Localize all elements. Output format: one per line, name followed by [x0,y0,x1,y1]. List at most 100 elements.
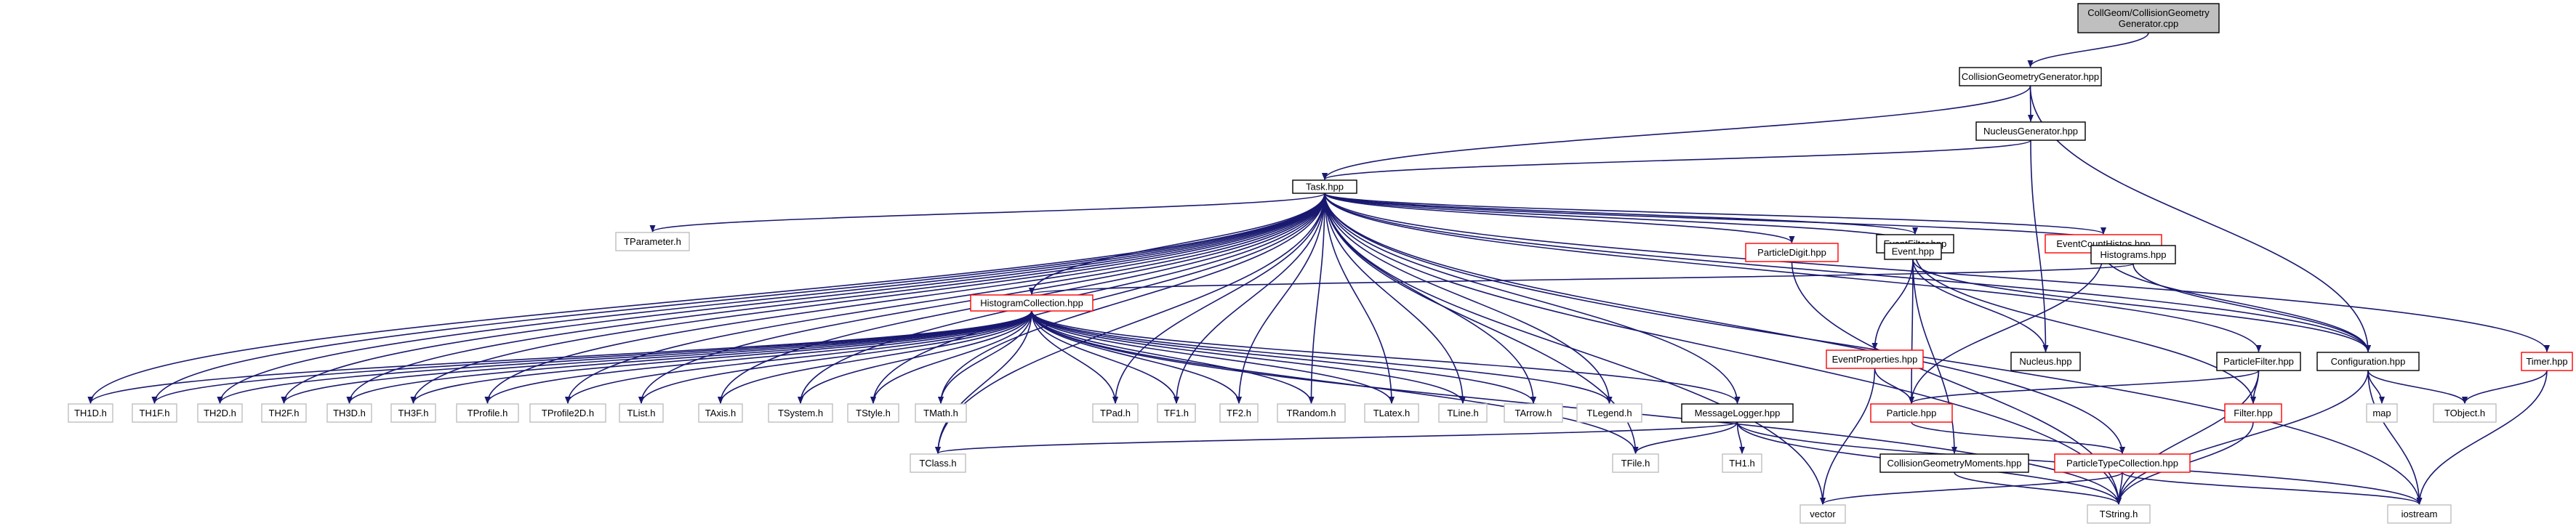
node-histos[interactable]: Histograms.hpp [2090,245,2176,264]
edge-task-to-tpad [1112,193,1325,404]
node-th1f: TH1F.h [132,403,177,423]
node-label-eprops: EventProperties.hpp [1832,354,1918,365]
node-config[interactable]: Configuration.hpp [2316,352,2420,371]
edge-task-to-th1d [87,193,1325,404]
edge-task-to-pdigit [1324,193,1795,243]
edge-ng-to-nucleus [2030,139,2049,352]
node-iostream: iostream [2387,504,2452,524]
node-box-tstyle [847,403,899,423]
node-box-th3d [326,403,372,423]
edge-hcoll-to-th3d [346,310,1032,404]
node-box-th1d [68,403,113,423]
node-ptcoll[interactable]: ParticleTypeCollection.hpp [2054,453,2191,473]
node-th2d: TH2D.h [197,403,243,423]
edge-task-to-th2d [217,193,1325,404]
edge-hcoll-to-tlatex [1031,310,1395,404]
node-label-ng: NucleusGenerator.hpp [1983,126,2078,137]
node-tline: TLine.h [1438,403,1488,423]
node-tprof: TProfile.h [456,403,519,423]
node-tobject: TObject.h [2433,403,2497,423]
edge-task-to-iostream [1324,193,2423,505]
node-tprof2d: TProfile2D.h [529,403,606,423]
node-tparam: TParameter.h [615,232,690,251]
node-box-filter [2224,403,2282,423]
node-nucleus[interactable]: Nucleus.hpp [2010,352,2081,371]
node-pfilter[interactable]: ParticleFilter.hpp [2216,352,2301,371]
node-box-tprof [456,403,519,423]
node-label-histos: Histograms.hpp [2100,249,2166,260]
node-box-hcoll [970,294,1094,312]
node-box-tstring [2087,504,2151,524]
node-filter[interactable]: Filter.hpp [2224,403,2282,423]
edge-pfilter-to-tstring [2116,370,2260,505]
edge-task-to-tmath [938,193,1325,404]
node-label-vector: vector [1810,509,1836,519]
node-box-th2d [197,403,243,423]
node-label-tclass: TClass.h [919,458,956,469]
node-label-th3d: TH3D.h [333,408,366,418]
node-task[interactable]: Task.hpp [1292,179,1357,194]
edge-task-to-pfilter [1324,193,2262,352]
node-tfile: TFile.h [1612,453,1659,473]
edge-ng-to-task [1322,139,2031,180]
node-box-tf1 [1157,403,1196,423]
node-label-tstring: TString.h [2100,509,2138,519]
edge-timer-to-iostream [2416,370,2548,505]
node-box-particle [1870,403,1953,423]
node-cgg[interactable]: CollisionGeometryGenerator.hpp [1959,67,2102,86]
node-box-tarrow [1504,403,1563,423]
edge-task-to-tf2 [1236,193,1325,404]
edge-timer-to-tobject [2462,370,2548,404]
node-tlist: TList.h [619,403,664,423]
edge-hcoll-to-tlist [638,310,1032,404]
node-eprops[interactable]: EventProperties.hpp [1826,349,1924,369]
node-th3f: TH3F.h [390,403,436,423]
node-box-tlegend [1576,403,1642,423]
node-label-iostream: iostream [2402,509,2438,519]
edge-hcoll-to-tstring [1031,310,2122,505]
node-label-nucleus: Nucleus.hpp [2019,356,2071,367]
edge-hcoll-to-tprof [484,310,1032,404]
node-cgmom[interactable]: CollisionGeometryMoments.hpp [1879,453,2029,473]
node-box-tclass [910,453,966,473]
node-label-timer: Timer.hpp [2526,356,2567,367]
node-tlatex: TLatex.h [1364,403,1419,423]
node-label-tlist: TList.h [627,408,655,418]
node-box-ng [1975,121,2086,141]
node-label-mlogger: MessageLogger.hpp [1695,408,1781,418]
edge-task-to-vector [1324,193,1826,505]
node-box-tpad [1092,403,1139,423]
node-box-tparam [615,232,690,251]
edge-hcoll-to-tsystem [798,310,1032,404]
edge-hcoll-to-th3f [410,310,1032,404]
node-label-th1: TH1.h [1729,458,1754,469]
edge-mlogger-to-tfile [1632,421,1738,454]
node-label-th2d: TH2D.h [204,408,236,418]
node-box-nucleus [2010,352,2081,371]
edge-hcoll-to-tprof2d [565,310,1032,404]
edge-hcoll-to-tstyle [870,310,1032,404]
edge-hcoll-to-tarrow [1031,310,1536,404]
dependency-edges [87,32,2550,505]
edge-pfilter-to-particle [1909,370,2260,404]
node-pdigit[interactable]: ParticleDigit.hpp [1745,243,1839,262]
node-mlogger[interactable]: MessageLogger.hpp [1681,403,1794,423]
node-label-task: Task.hpp [1306,182,1344,193]
node-hcoll[interactable]: HistogramCollection.hpp [970,294,1094,312]
node-event[interactable]: Event.hpp [1884,243,1942,260]
node-ng[interactable]: NucleusGenerator.hpp [1975,121,2086,141]
edge-event-to-config [1912,259,2371,352]
node-label-tobject: TObject.h [2444,408,2485,418]
edge-mlogger-to-tclass [935,421,1738,454]
node-box-th2f [261,403,307,423]
edge-hcoll-to-tlegend [1031,310,1613,404]
node-particle[interactable]: Particle.hpp [1870,403,1953,423]
node-tpad: TPad.h [1092,403,1139,423]
edge-ptcoll-to-tstring [2116,472,2123,505]
edge-task-to-tlegend [1324,193,1613,404]
node-box-taxis [698,403,743,423]
edge-hcoll-to-th2f [281,310,1032,404]
node-label-tfile: TFile.h [1621,458,1650,469]
node-timer[interactable]: Timer.hpp [2521,352,2573,371]
